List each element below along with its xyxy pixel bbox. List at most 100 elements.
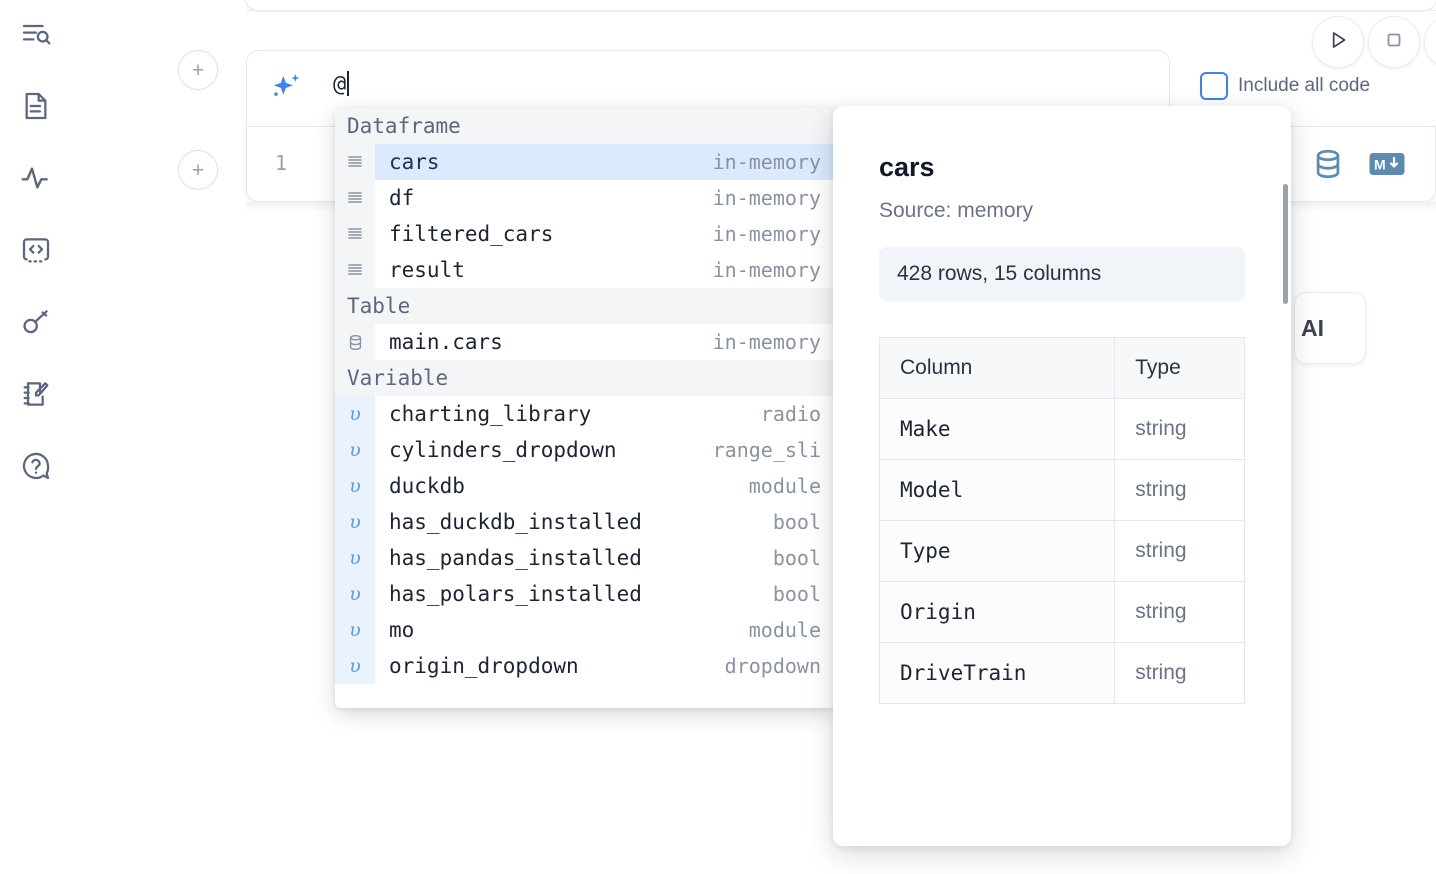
autocomplete-item[interactable]: cars in-memory [335,144,835,180]
include-all-code-checkbox[interactable] [1200,72,1228,100]
play-icon [1325,27,1351,58]
sidebar-item-snippets[interactable] [12,226,60,274]
more-actions-button[interactable] [1424,16,1436,68]
doc-col-header-column: Column [878,337,1116,399]
doc-cell-column: DriveTrain [878,642,1116,704]
dataframe-rows-icon [335,216,375,252]
autocomplete-item-name: df [389,186,415,210]
autocomplete-item-name: main.cars [389,330,503,354]
doc-scrollbar-thumb[interactable] [1283,184,1288,304]
autocomplete-item-name: has_pandas_installed [389,546,642,570]
autocomplete-group-header: Dataframe [335,108,835,144]
database-icon [335,324,375,360]
dataframe-rows-icon [335,180,375,216]
file-explorer-icon [20,18,52,50]
sidebar-item-variables[interactable] [12,154,60,202]
add-cell-button-top[interactable]: + [178,50,218,90]
autocomplete-item-body: origin_dropdown dropdown [375,648,835,684]
autocomplete-item-name: charting_library [389,402,592,426]
cell-type-actions: M [1311,147,1405,186]
autocomplete-item[interactable]: filtered_cars in-memory [335,216,835,252]
autocomplete-item-type: radio [760,402,821,426]
autocomplete-item[interactable]: main.cars in-memory [335,324,835,360]
doc-cell-type: string [1114,520,1245,582]
include-all-code-control[interactable]: Include all code [1200,72,1370,100]
doc-cell-column: Origin [878,581,1116,643]
autocomplete-item-type: in-memory [712,330,821,354]
variable-upsilon-icon: υ [335,396,375,432]
autocomplete-item[interactable]: υ has_pandas_installed bool [335,540,835,576]
sidebar-item-help[interactable] [12,442,60,490]
activity-pulse-icon [20,162,52,194]
autocomplete-item-name: origin_dropdown [389,654,579,678]
doc-cell-type: string [1114,581,1245,643]
variable-upsilon-icon: υ [335,612,375,648]
sidebar-item-secrets[interactable] [12,298,60,346]
doc-cell-type: string [1114,398,1245,460]
doc-cell-column: Model [878,459,1116,521]
sidebar-item-notebook[interactable] [12,82,60,130]
text-cursor [347,71,350,96]
notepad-pencil-icon [20,378,52,410]
autocomplete-item-type: in-memory [712,258,821,282]
generate-with-ai-button[interactable]: AI [1294,292,1366,364]
variable-upsilon-icon: υ [335,540,375,576]
autocomplete-item-name: filtered_cars [389,222,554,246]
svg-text:M: M [1374,157,1386,173]
ai-chip-label: AI [1301,314,1324,341]
markdown-icon[interactable]: M [1369,151,1405,182]
autocomplete-item-name: cars [389,150,440,174]
autocomplete-item-type: bool [772,510,821,534]
database-icon[interactable] [1311,147,1345,186]
cell-divider [246,10,1436,11]
autocomplete-item-type: bool [772,582,821,606]
autocomplete-item-type: in-memory [712,222,821,246]
dataframe-rows-icon [335,252,375,288]
key-icon [20,306,52,338]
autocomplete-item-type: in-memory [712,150,821,174]
doc-table-header-row: Column Type [878,337,1245,399]
variable-upsilon-icon: υ [335,648,375,684]
stop-square-icon [1382,28,1406,57]
stop-button[interactable] [1368,16,1420,68]
doc-cell-type: string [1114,459,1245,521]
autocomplete-item-type: module [748,618,821,642]
code-brackets-icon [20,234,52,266]
autocomplete-item-body: filtered_cars in-memory [375,216,835,252]
dataframe-rows-icon [335,144,375,180]
previous-cell-card [246,0,1436,10]
add-cell-button-bottom[interactable]: + [178,150,218,190]
ai-prompt-text: @ [333,71,350,97]
sidebar-item-file-explorer[interactable] [12,10,60,58]
autocomplete-item-type: dropdown [724,654,821,678]
autocomplete-item[interactable]: υ charting_library radio [335,396,835,432]
autocomplete-group-header: Table [335,288,835,324]
autocomplete-item-type: bool [772,546,821,570]
run-button[interactable] [1312,16,1364,68]
autocomplete-item-body: main.cars in-memory [375,324,835,360]
autocomplete-item-body: cars in-memory [375,144,835,180]
sparkle-ai-icon [265,69,305,109]
doc-col-header-type: Type [1114,337,1245,399]
autocomplete-item[interactable]: υ origin_dropdown dropdown [335,648,835,684]
sidebar-item-scratchpad[interactable] [12,370,60,418]
autocomplete-item-body: has_pandas_installed bool [375,540,835,576]
